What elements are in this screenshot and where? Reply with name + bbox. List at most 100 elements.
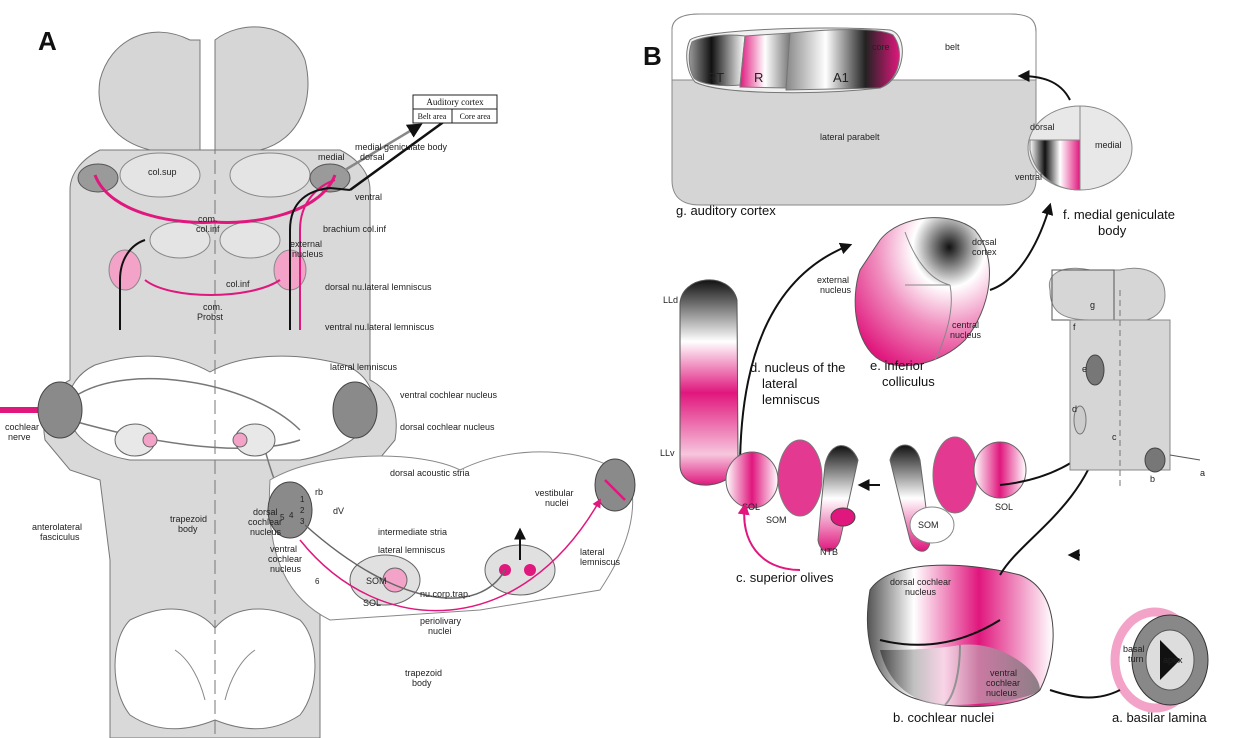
cn-left <box>38 382 82 438</box>
core-area-label: Core area <box>460 112 491 121</box>
inset-b <box>1145 448 1165 472</box>
label-core: core <box>872 42 890 52</box>
label-ic-dorsal-1: dorsal <box>972 237 997 247</box>
label-ic-external-1: external <box>817 275 849 285</box>
label-medial: medial <box>318 152 345 162</box>
label-cochlear-nerve-2: nerve <box>8 432 31 442</box>
caption-f-2: body <box>1098 223 1127 238</box>
inset-label-e: e <box>1082 364 1087 374</box>
sol-left-core <box>778 440 822 516</box>
label-cn-ventral-2: cochlear <box>986 678 1020 688</box>
label-n5: 5 <box>280 513 285 522</box>
label-vestibular-1: vestibular <box>535 488 574 498</box>
caption-e-2: colliculus <box>882 374 935 389</box>
sol-right <box>974 442 1026 498</box>
label-som-a: SOM <box>366 576 387 586</box>
panel-b: B RT R A1 core belt lateral parabelt g. … <box>643 14 1208 725</box>
label-lateral-parabelt: lateral parabelt <box>820 132 880 142</box>
label-ventral-cn-1: ventral <box>270 544 297 554</box>
som-left <box>818 446 858 552</box>
label-das: dorsal acoustic stria <box>390 468 470 478</box>
label-com-probst-1: com. <box>203 302 223 312</box>
cortex-slab: RT R A1 core belt lateral parabelt <box>672 14 1036 205</box>
label-sol-r: SOL <box>995 502 1013 512</box>
label-anterolateral-1: anterolateral <box>32 522 82 532</box>
cochlea-b: basal turn apex <box>1115 612 1208 708</box>
label-mgb-dorsal: dorsal <box>1030 122 1055 132</box>
label-lateral-lemniscus: lateral lemniscus <box>330 362 398 372</box>
label-lateral-lemniscus-2: lateral lemniscus <box>378 545 446 555</box>
caption-g: g. auditory cortex <box>676 203 776 218</box>
col-inf-right <box>220 222 280 258</box>
mgb-ventral <box>1030 140 1080 190</box>
label-vcn: ventral cochlear nucleus <box>400 390 498 400</box>
ntb <box>831 508 855 526</box>
inset-label-c: c <box>1112 432 1117 442</box>
label-llv: LLv <box>660 448 675 458</box>
cortex-r <box>740 33 790 88</box>
label-trapezoid-b1: trapezoid <box>405 668 442 678</box>
caption-d-2: lateral <box>762 376 798 391</box>
label-basal-1: basal <box>1123 644 1145 654</box>
col-sup-right <box>230 153 310 197</box>
label-cochlear-nerve-1: cochlear <box>5 422 39 432</box>
label-dcn: dorsal cochlear nucleus <box>400 422 495 432</box>
label-ventral-cn-3: nucleus <box>270 564 302 574</box>
label-som-l: SOM <box>766 515 787 525</box>
cn-b: dorsal cochlear nucleus ventral cochlear… <box>867 565 1053 706</box>
mntb-right <box>233 433 247 447</box>
label-vestibular-2: nuclei <box>545 498 569 508</box>
label-ic-central-1: central <box>952 320 979 330</box>
label-a1: A1 <box>833 70 849 85</box>
label-lateral-lemniscus-r2: lemniscus <box>580 557 621 567</box>
label-mgb: medial geniculate body <box>355 142 448 152</box>
label-mgb-ventral: ventral <box>1015 172 1042 182</box>
ic-b: dorsal cortex external nucleus central n… <box>817 218 997 366</box>
label-lateral-lemniscus-r1: lateral <box>580 547 605 557</box>
label-belt: belt <box>945 42 960 52</box>
label-cn-dorsal-1: dorsal cochlear <box>890 577 951 587</box>
label-dv: dV <box>333 506 344 516</box>
caption-b: b. cochlear nuclei <box>893 710 994 725</box>
label-trapezoid-2: body <box>178 524 198 534</box>
mntb-left <box>143 433 157 447</box>
label-trapezoid-1: trapezoid <box>170 514 207 524</box>
auditory-cortex-box: Auditory cortex Belt area Core area <box>413 95 497 123</box>
label-n6: 6 <box>315 577 320 586</box>
caption-f-1: f. medial geniculate <box>1063 207 1175 222</box>
label-intermediate-stria: intermediate stria <box>378 527 447 537</box>
belt-area-label: Belt area <box>418 112 447 121</box>
label-anterolateral-2: fasciculus <box>40 532 80 542</box>
label-n3: 3 <box>300 517 305 526</box>
sol-left <box>726 452 778 508</box>
inset-label-g: g <box>1090 300 1095 310</box>
label-trapezoid-b2: body <box>412 678 432 688</box>
sol-right-core <box>933 437 977 513</box>
inset-label-d: d <box>1072 404 1077 414</box>
caption-d-1: d. nucleus of the <box>750 360 845 375</box>
label-periolivary-1: periolivary <box>420 616 462 626</box>
label-col-inf: col.inf <box>226 279 250 289</box>
label-cn-ventral-3: nucleus <box>986 688 1018 698</box>
label-rb: rb <box>315 487 323 497</box>
label-cn-dorsal-2: nucleus <box>905 587 937 597</box>
inset-label-a: a <box>1200 468 1205 478</box>
olives-b: SOL SOM SOM SOL NTB <box>726 437 1026 557</box>
inset-cn-right <box>595 459 635 511</box>
label-dorsal-cn-1: dorsal <box>253 507 278 517</box>
label-ventral-cn-2: cochlear <box>268 554 302 564</box>
label-n4: 4 <box>289 511 294 520</box>
label-periolivary-2: nuclei <box>428 626 452 636</box>
label-ventral: ventral <box>355 192 382 202</box>
label-n2: 2 <box>300 506 305 515</box>
label-com-probst-2: Probst <box>197 312 224 322</box>
inset-e <box>1086 355 1104 385</box>
panel-a: A <box>0 26 635 738</box>
inset-dot-2 <box>524 564 536 576</box>
label-ventral-nll: ventral nu.lateral lemniscus <box>325 322 435 332</box>
caption-a: a. basilar lamina <box>1112 710 1207 725</box>
label-sol-a: SOL <box>363 598 381 608</box>
label-mgb-medial: medial <box>1095 140 1122 150</box>
label-com-col-inf-1: com. <box>198 214 218 224</box>
